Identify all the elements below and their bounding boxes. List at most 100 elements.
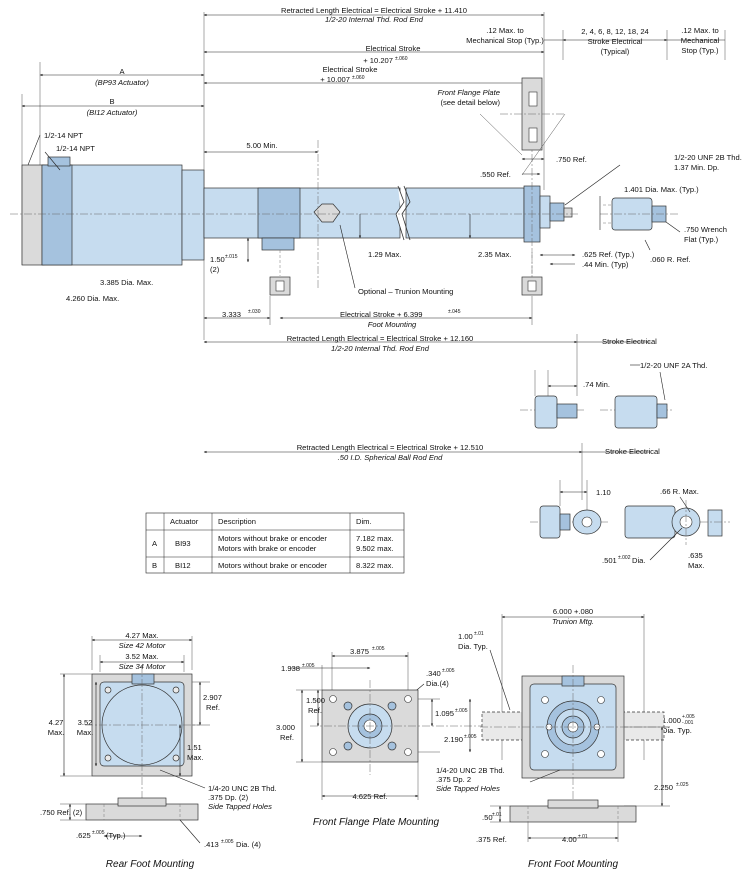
min-44: .44 Min. (Typ): [582, 260, 629, 269]
fo-1000: 1.000: [662, 716, 681, 725]
table-header-actuator: Actuator: [170, 517, 199, 526]
r-66: .66 R. Max.: [660, 487, 699, 496]
fo-1000-tol-a: +.005: [682, 714, 695, 720]
fo-50-tol: ±.01: [492, 812, 502, 818]
dim-110: 1.10: [596, 488, 611, 497]
fo-50: .50: [482, 813, 493, 822]
rf-352: 3.52 Max.: [125, 652, 158, 661]
front-flange-note-a: Front Flange Plate: [438, 88, 500, 97]
fo-6000: 6.000 +.080: [553, 607, 593, 616]
es-10007-b: + 10.007: [320, 75, 350, 84]
actuator-dimension-table: Actuator Description Dim. A BI93 Motors …: [145, 512, 405, 574]
internal-rod-end-note-2: 1/2-20 Internal Thd. Rod End: [331, 344, 430, 353]
ff-340-tol: ±.005: [442, 668, 455, 674]
rf-413: .413: [204, 840, 219, 849]
max-635-a: .635: [688, 551, 703, 560]
npt-label-1: 1/2-14 NPT: [44, 131, 83, 140]
rf-size42: Size 42 Motor: [119, 641, 166, 650]
dim-a: A: [119, 67, 125, 76]
dia-4260: 4.260 Dia. Max.: [66, 294, 119, 303]
internal-rod-end-note: 1/2-20 Internal Thd. Rod End: [325, 15, 424, 24]
stroke-electrical-3: Stroke Electrical: [605, 447, 660, 456]
table-row-a-key: A: [152, 539, 158, 548]
foot-mounting-label: Foot Mounting: [368, 320, 417, 329]
dim-150-count: (2): [210, 265, 220, 274]
table-row-b-desc-1: Motors without brake or encoder: [218, 561, 327, 570]
dim-3333: 3.333: [222, 310, 241, 319]
rf-unc-b: .375 Dp. (2): [208, 793, 249, 802]
dim-150-tol: ±.015: [225, 254, 238, 260]
rear-foot-mounting: 4.27 Max. Size 42 Motor 3.52 Max. Size 3…: [40, 631, 277, 870]
rf-151-b: Max.: [187, 753, 203, 762]
rf-352-v-b: Max.: [77, 728, 93, 737]
fo-trunion: Trunion Mtg.: [552, 617, 594, 626]
fo-100-tol: ±.01: [474, 631, 484, 637]
ff-3000-b: Ref.: [280, 733, 294, 742]
ff-3875-tol: ±.005: [372, 646, 385, 652]
fo-2250-tol: ±.025: [676, 782, 689, 788]
dia-1401: 1.401 Dia. Max. (Typ.): [624, 185, 699, 194]
ff-1938: 1.938: [281, 664, 300, 673]
mech-stop-right-a: .12 Max. to: [681, 26, 719, 35]
ref-625: .625 Ref. (Typ.): [582, 250, 635, 259]
fo-2250: 2.250: [654, 783, 673, 792]
fo-1000-tol-b: -.001: [682, 720, 694, 726]
rf-750: .750 Ref. (2): [40, 808, 83, 817]
rf-427: 4.27 Max.: [125, 631, 158, 640]
main-actuator-view: Retracted Length Electrical = Electrical…: [10, 6, 742, 340]
retracted-length-11410: Retracted Length Electrical = Electrical…: [281, 6, 467, 15]
table-row-b-dim-1: 8.322 max.: [356, 561, 394, 570]
table-row-a-desc-2: Motors with brake or encoder: [218, 544, 317, 553]
ff-3000-a: 3.000: [276, 723, 295, 732]
table-row-a-dim-2: 9.502 max.: [356, 544, 394, 553]
ref-550: .550 Ref.: [480, 170, 511, 179]
es-10007-a: Electrical Stroke: [323, 65, 378, 74]
fo-100-a: 1.00: [458, 632, 473, 641]
rf-2907-a: 2.907: [203, 693, 222, 702]
es-6399-tol: ±.045: [448, 309, 461, 315]
min-74: .74 Min.: [583, 380, 610, 389]
rod-end-options: Retracted Length Electrical = Electrical…: [203, 334, 730, 570]
rf-625: .625: [76, 831, 91, 840]
dia-3385: 3.385 Dia. Max.: [100, 278, 153, 287]
dim-150: 1.50: [210, 255, 225, 264]
es-10207-b: + 10.207: [363, 56, 393, 65]
stroke-list: 2, 4, 6, 8, 12, 18, 24: [581, 27, 649, 36]
r-060: .060 R. Ref.: [650, 255, 691, 264]
max-129: 1.29 Max.: [368, 250, 401, 259]
table-row-b-actuator: BI12: [175, 561, 191, 570]
trunion-optional: Optional – Trunion Mounting: [358, 287, 453, 296]
dia-501-tol: ±.002: [618, 555, 631, 561]
npt-label-2: 1/2-14 NPT: [56, 144, 95, 153]
fo-unc-a: 1/4-20 UNC 2B Thd.: [436, 766, 505, 775]
max-235: 2.35 Max.: [478, 250, 511, 259]
stroke-electrical-2: Stroke Electrical: [602, 337, 657, 346]
fo-400: 4.00: [562, 835, 577, 844]
fo-unc-c: Side Tapped Holes: [436, 784, 500, 793]
rf-151-a: 1.51: [187, 743, 202, 752]
front-flange-mounting: 3.875 ±.005 1.938 ±.005 .340 ±.005 Dia.(…: [276, 646, 500, 828]
ff-3875: 3.875: [350, 647, 369, 656]
min-500: 5.00 Min.: [246, 141, 277, 150]
rf-unc-c: Side Tapped Holes: [208, 802, 272, 811]
es-10007-tol: ±.060: [352, 75, 365, 81]
table-header-dim: Dim.: [356, 517, 372, 526]
caption-rear-foot: Rear Foot Mounting: [106, 859, 195, 870]
ff-2190: 2.190: [444, 735, 463, 744]
retracted-length-12160: Retracted Length Electrical = Electrical…: [287, 334, 474, 343]
es-10207-tol: ±.060: [395, 56, 408, 62]
dim-b-sub: (BI12 Actuator): [87, 108, 138, 117]
rf-2907-b: Ref.: [206, 703, 220, 712]
table-row-a-desc-1: Motors without brake or encoder: [218, 534, 327, 543]
ff-1500-a: 1.500: [306, 696, 325, 705]
dim-3333-tol: ±.030: [248, 309, 261, 315]
retracted-length-12510: Retracted Length Electrical = Electrical…: [297, 443, 484, 452]
dim-b: B: [109, 97, 114, 106]
table-row-b-key: B: [152, 561, 157, 570]
unf-2b-a: 1/2-20 UNF 2B Thd.: [674, 153, 742, 162]
ff-1500-b: Ref.: [308, 706, 322, 715]
ff-1095: 1.095: [435, 709, 454, 718]
rf-413-tol: ±.005: [221, 839, 234, 845]
fo-1000-b: Dia. Typ.: [662, 726, 692, 735]
ff-340: .340: [426, 669, 441, 678]
